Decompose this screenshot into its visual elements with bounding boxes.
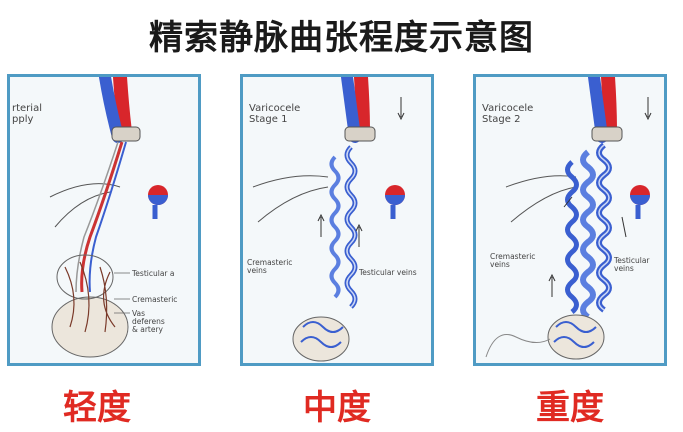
mild-label-testicular-artery: Testicular a: [132, 269, 175, 278]
severe-label-cremasteric-veins: Cremasteric veins: [490, 252, 536, 269]
severe-anatomy-illustration: [485, 77, 652, 360]
panel-moderate: Varicocele Stage 1 Cremasteric veins Tes…: [240, 74, 434, 366]
diagram-title: 精索静脉曲张程度示意图: [149, 18, 534, 58]
moderate-label-cremasteric-veins: Cremasteric veins: [247, 258, 293, 275]
panel-severe: Varicocele Stage 2 Cremasteric veins Tes…: [473, 74, 667, 366]
moderate-label-testicular-veins: Testicular veins: [359, 268, 417, 277]
moderate-anatomy-illustration: [252, 77, 405, 362]
grade-moderate: 中度: [303, 388, 371, 428]
mild-label-vas-deferens: Vas deferens & artery: [132, 309, 165, 334]
grade-severe: 重度: [536, 388, 604, 428]
mild-caption: rterial pply: [12, 103, 42, 125]
mild-anatomy-illustration: [49, 77, 168, 358]
panel-mild: rterial pply Testicular a Cremasteric Va…: [7, 74, 201, 366]
severe-caption: Varicocele Stage 2: [482, 103, 534, 125]
severe-label-testicular-veins: Testicular veins: [614, 256, 650, 273]
mild-label-cremasteric: Cremasteric: [132, 295, 178, 304]
moderate-caption: Varicocele Stage 1: [249, 103, 301, 125]
grade-mild: 轻度: [63, 388, 131, 428]
